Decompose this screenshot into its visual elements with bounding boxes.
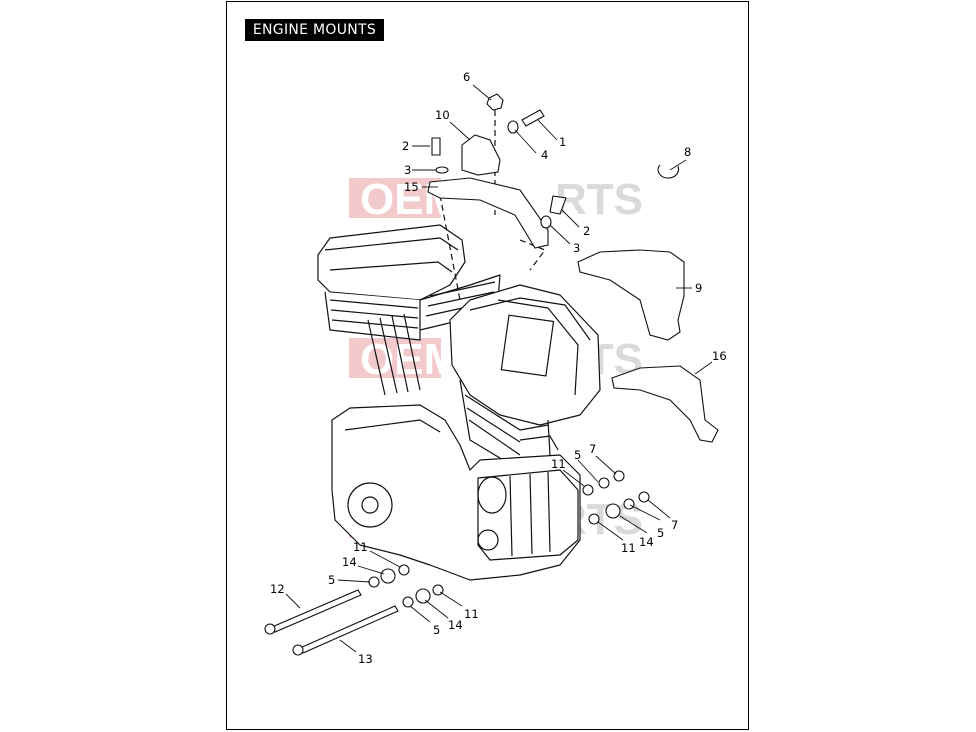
callout-5: 5: [574, 448, 581, 462]
callout-5: 5: [657, 526, 664, 540]
callout-16: 16: [712, 349, 727, 363]
callout-11: 11: [621, 541, 636, 555]
callout-2: 2: [402, 139, 409, 153]
callout-7: 7: [589, 442, 596, 456]
leader-lines: [285, 84, 713, 653]
callout-4: 4: [541, 148, 548, 162]
callout-14: 14: [448, 618, 463, 632]
callout-14: 14: [639, 535, 654, 549]
callout-12: 12: [270, 582, 285, 596]
callout-1: 1: [559, 135, 566, 149]
callout-11: 11: [464, 607, 479, 621]
callouts: 1 2 2 3 3 4 5 5 5 5 6 7 7 8 9 10 11 11 1…: [270, 70, 727, 666]
callout-3: 3: [573, 241, 580, 255]
callout-7: 7: [671, 518, 678, 532]
callout-2: 2: [583, 224, 590, 238]
watermark-right: RTS: [555, 175, 643, 224]
engine-drawing: [317, 110, 601, 581]
diagram-title: ENGINE MOUNTS: [245, 19, 384, 41]
callout-9: 9: [695, 281, 702, 295]
callout-11: 11: [551, 457, 566, 471]
callout-13: 13: [358, 652, 373, 666]
callout-5: 5: [433, 623, 440, 637]
callout-14: 14: [342, 555, 357, 569]
callout-15: 15: [404, 180, 419, 194]
callout-10: 10: [435, 108, 450, 122]
callout-8: 8: [684, 145, 691, 159]
callout-5: 5: [328, 573, 335, 587]
callout-11: 11: [353, 540, 368, 554]
parts-drawing: [264, 93, 719, 656]
callout-6: 6: [463, 70, 470, 84]
callout-3: 3: [404, 163, 411, 177]
